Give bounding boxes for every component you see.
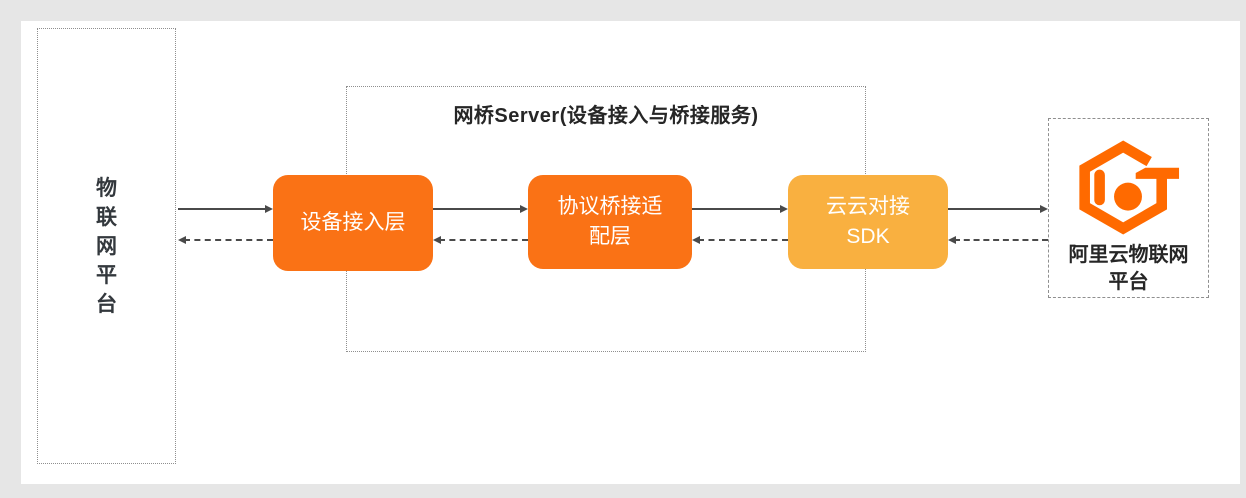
arrowhead-right-icon [1040, 205, 1048, 213]
flow-arrow-solid-protocol-to-sdk [692, 205, 788, 213]
iot-platform-box: 物 联 网 平 台 [37, 28, 176, 464]
arrowhead-right-icon [265, 205, 273, 213]
arrowhead-left-icon [433, 236, 441, 244]
iot-platform-label-char: 网 [96, 234, 117, 258]
flow-arrow-solid-device-access-to-protocol [433, 205, 528, 213]
iot-platform-label-char: 平 [96, 263, 117, 287]
node-label-line: 云云对接 [826, 195, 910, 218]
aliyun-iot-platform-box [1048, 118, 1209, 298]
iot-platform-label-char: 台 [96, 292, 117, 316]
aliyun-iot-logo-icon [1074, 135, 1182, 239]
node-protocol-bridge-adapter-layer: 协议桥接适 配层 [528, 175, 692, 269]
arrowhead-left-icon [948, 236, 956, 244]
node-label-line: SDK [846, 225, 890, 248]
node-label-line: 配层 [589, 225, 631, 248]
flow-arrow-dashed-aliyun-to-sdk [948, 236, 1048, 244]
arrowhead-left-icon [178, 236, 186, 244]
iot-platform-label-char: 联 [96, 205, 117, 229]
node-cloud-to-cloud-sdk: 云云对接 SDK [788, 175, 948, 269]
aliyun-label-line: 阿里云物联网 [1068, 244, 1189, 266]
node-label-line: 协议桥接适 [557, 195, 663, 218]
arrowhead-left-icon [692, 236, 700, 244]
flow-arrow-dashed-device-access-to-iot [178, 236, 273, 244]
flow-arrow-solid-iot-to-device-access [178, 205, 273, 213]
node-label-line: 设备接入层 [300, 211, 406, 234]
arrowhead-right-icon [520, 205, 528, 213]
bridge-server-title: 网桥Server(设备接入与桥接服务) [453, 105, 759, 127]
node-device-access-layer: 设备接入层 [273, 175, 433, 271]
flow-arrow-solid-sdk-to-aliyun [948, 205, 1048, 213]
flow-arrow-dashed-protocol-to-device-access [433, 236, 528, 244]
arrowhead-right-icon [780, 205, 788, 213]
aliyun-iot-platform-label: 阿里云物联网 平台 [1048, 242, 1209, 296]
aliyun-label-line: 平台 [1108, 271, 1149, 293]
diagram-card: 物 联 网 平 台 网桥Server(设备接入与桥接服务) 设备接入层 协议桥接… [21, 21, 1240, 484]
iot-platform-label-char: 物 [96, 176, 117, 200]
flow-arrow-dashed-sdk-to-protocol [692, 236, 788, 244]
